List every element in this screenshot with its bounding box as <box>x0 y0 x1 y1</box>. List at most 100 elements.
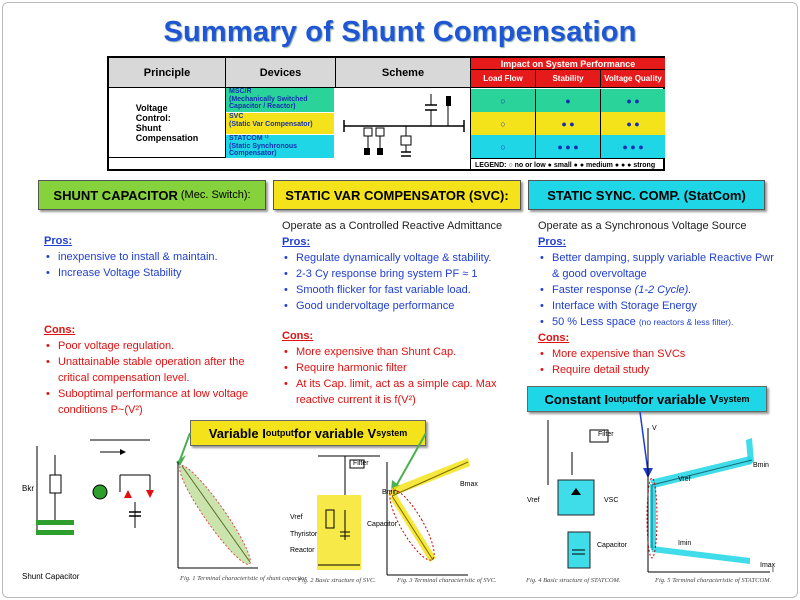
svc-pros-label: Pros: <box>282 236 311 248</box>
banner-sub: output <box>265 428 294 438</box>
statcom-header: STATIC SYNC. COMP. (StatCom) <box>528 180 765 210</box>
banner-text: Constant I <box>544 391 609 407</box>
statcom-i-axis-label: I <box>772 567 774 574</box>
shunt-cons-label: Cons: <box>44 324 76 336</box>
list-item: Suboptimal performance at low voltage co… <box>44 386 269 418</box>
statcom-imax-label: Imax <box>760 562 776 569</box>
header-stability: Stability <box>536 70 601 88</box>
device-desc: (Static Synchronous Compensator) <box>229 142 298 158</box>
list-item: More expensive than SVCs <box>538 346 778 362</box>
impact-mark: ● <box>536 89 601 112</box>
svc-bmax-label: Bmax <box>460 481 478 488</box>
fig5-caption: Fig. 5 Terminal characteristic of STATCO… <box>655 577 772 584</box>
reactor-label: Reactor <box>290 547 315 554</box>
banner-text: for variable V <box>293 425 377 441</box>
bkr-text: Bkr <box>22 484 34 493</box>
shunt-capacitor-label: Shunt Capacitor <box>22 572 80 581</box>
statcom-filter-label: Filter <box>598 431 614 438</box>
list-item: Good undervoltage performance <box>282 298 526 314</box>
thyristor-label: Thyristor <box>290 531 318 538</box>
statcom-vref-label: Vref <box>527 497 540 504</box>
scheme-diagram <box>343 94 465 157</box>
impact-mark: ● ● ● <box>536 135 601 158</box>
header-devices: Devices <box>226 58 336 88</box>
impact-mark: ○ <box>471 112 536 135</box>
device-desc: (Static Var Compensator) <box>229 120 313 128</box>
list-item: Better damping, supply variable Reactive… <box>538 250 778 282</box>
list-item-note: (no reactors & less filter). <box>638 317 734 327</box>
svc-intro: Operate as a Controlled Reactive Admitta… <box>282 220 503 232</box>
slide-title: Summary of Shunt Compensation <box>163 16 637 48</box>
principle-line: Voltage <box>135 102 168 113</box>
list-item-italic: (1-2 Cycle). <box>634 284 692 296</box>
bottom-diagrams <box>36 411 770 576</box>
principle-line: Shunt <box>135 122 162 133</box>
statcom-capacitor-label: Capacitor <box>597 542 627 549</box>
list-item: 2-3 Cy response bring system PF ≈ 1 <box>282 266 526 282</box>
statcom-cons-label: Cons: <box>538 332 570 344</box>
list-item: inexpensive to install & maintain. <box>44 249 269 265</box>
statcom-v-axis-label: V <box>652 425 657 432</box>
list-item-text: Faster response <box>552 284 635 296</box>
banner-sub: system <box>718 394 750 404</box>
principle-line: Compensation <box>135 132 199 143</box>
list-item-text: 50 % Less space <box>552 316 639 328</box>
shunt-title: SHUNT CAPACITOR <box>53 187 178 203</box>
statcom-intro: Operate as a Synchronous Voltage Source <box>538 220 747 232</box>
header-load-flow: Load Flow <box>471 70 536 88</box>
fig4-caption: Fig. 4 Basic structure of STATCOM. <box>526 577 621 584</box>
statcom-pros-label: Pros: <box>538 236 567 248</box>
shunt-subtitle: (Mec. Switch): <box>180 189 251 201</box>
principle-text: Voltage Control: Shunt Compensation <box>136 103 199 143</box>
impact-mark: ○ <box>471 89 536 112</box>
svc-cons-list: More expensive than Shunt Cap. Require h… <box>282 344 526 408</box>
device-name: SVC <box>229 113 244 120</box>
device-msc: MSC/R (Mechanically Switched Capacitor /… <box>226 88 334 112</box>
principle-cell: Voltage Control: Shunt Compensation <box>109 88 226 158</box>
impact-row-msc: ○ ● ● ● <box>471 89 665 112</box>
list-item: More expensive than Shunt Cap. <box>282 344 526 360</box>
device-desc: (Mechanically Switched Capacitor / React… <box>229 95 308 111</box>
principle-line: Control: <box>135 112 171 123</box>
statcom-imin-label: Imin <box>678 540 692 547</box>
shunt-pros-list: inexpensive to install & maintain. Incre… <box>44 249 269 281</box>
svc-capacitor-label: Capacitor <box>367 521 397 528</box>
list-item: Interface with Storage Energy <box>538 298 778 314</box>
statcom-pros-list: Better damping, supply variable Reactive… <box>538 250 778 330</box>
svc-header: STATIC VAR COMPENSATOR (SVC): <box>273 180 521 210</box>
svc-vref-label: Vref <box>290 514 303 521</box>
statcom-vref-axis-label: Vref <box>678 476 691 483</box>
statcom-cons-list: More expensive than SVCs Require detail … <box>538 346 778 378</box>
summary-table: Principle Devices Scheme Impact on Syste… <box>107 56 665 171</box>
impact-mark: ● ● <box>626 118 640 129</box>
banner-text: Variable I <box>208 425 266 441</box>
fig2-caption: Fig. 2 Basic structure of SVC. <box>298 577 376 584</box>
list-item: At its Cap. limit, act as a simple cap. … <box>282 376 526 408</box>
shunt-cons-list: Poor voltage regulation. Unattainable st… <box>44 338 269 418</box>
impact-mark: ● ● <box>626 95 640 106</box>
table-legend: LEGEND: ○ no or low ● small ● ● medium ●… <box>471 158 665 171</box>
list-item: Require harmonic filter <box>282 360 526 376</box>
svc-filter-label: Filter <box>353 460 369 467</box>
shunt-pros-label: Pros: <box>44 235 73 247</box>
list-item: Increase Voltage Stability <box>44 265 269 281</box>
header-scheme: Scheme <box>336 58 471 88</box>
device-name: MSC/R <box>229 88 252 95</box>
scheme-cell <box>336 88 471 171</box>
fig3-caption: Fig. 3 Terminal characteristic of SVC. <box>397 577 497 584</box>
statcom-bmin-label: Bmin <box>753 462 769 469</box>
impact-row-statcom: ○ ● ● ● ● ● ● <box>471 135 665 158</box>
svc-bmin-label: Bmin <box>382 489 398 496</box>
vsc-label: VSC <box>604 497 619 504</box>
list-item: Poor voltage regulation. <box>44 338 269 354</box>
list-item: Faster response (1-2 Cycle). <box>538 282 778 298</box>
header-voltage-quality: Voltage Quality <box>601 70 665 88</box>
impact-mark: ○ <box>471 135 536 158</box>
impact-row-svc: ○ ● ● ● ● <box>471 112 665 135</box>
list-item: Regulate dynamically voltage & stability… <box>282 250 526 266</box>
fig1-caption: Fig. 1 Terminal characteristic of shunt … <box>180 575 308 582</box>
device-svc: SVC (Static Var Compensator) <box>226 113 334 134</box>
